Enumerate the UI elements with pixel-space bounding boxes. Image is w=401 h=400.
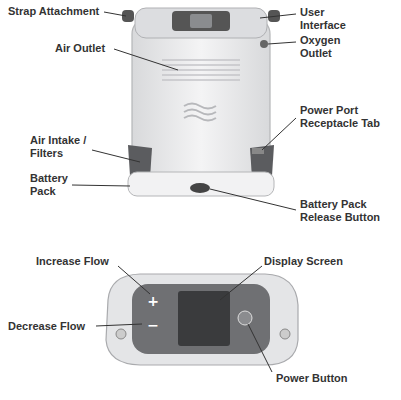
screw — [280, 329, 290, 339]
part-label: Display Screen — [264, 255, 364, 268]
device-body — [132, 18, 270, 178]
part-label: Air Intake / Filters — [30, 134, 90, 160]
power-tab — [252, 148, 264, 154]
display-screen — [178, 291, 230, 346]
part-label: Battery Pack Release Button — [300, 198, 392, 224]
part-label: User Interface — [300, 6, 360, 32]
top-panel — [172, 11, 230, 31]
top-cap — [135, 8, 267, 38]
part-label: Battery Pack — [30, 172, 72, 198]
part-label: Decrease Flow — [8, 320, 98, 333]
screw — [116, 329, 126, 339]
interface-panel — [132, 284, 270, 354]
leader-lines — [72, 12, 296, 372]
oxygen-outlet — [260, 40, 268, 48]
interface-housing — [106, 274, 298, 365]
part-label: Power Port Receptacle Tab — [300, 104, 392, 130]
part-label: Air Outlet — [55, 42, 115, 55]
part-label: Oxygen Outlet — [300, 34, 360, 60]
air-grille — [162, 60, 240, 80]
wave-logo — [184, 104, 216, 121]
part-label: Increase Flow — [36, 255, 126, 268]
part-label: Power Button — [276, 372, 366, 385]
button-symbol: − — [146, 318, 160, 332]
top-screen — [190, 14, 212, 28]
button-symbol: + — [146, 294, 160, 308]
battery-pack — [128, 172, 274, 196]
release-button — [190, 183, 210, 193]
part-label: Strap Attachment — [8, 5, 108, 18]
power-button — [238, 311, 252, 325]
